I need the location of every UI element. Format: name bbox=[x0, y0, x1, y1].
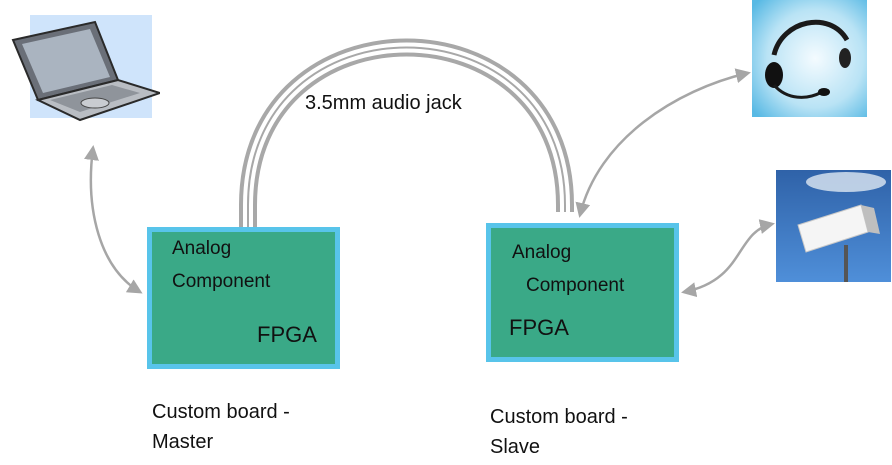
headset-slave-arrow bbox=[575, 68, 751, 218]
slave-board: Analog Component FPGA bbox=[486, 223, 679, 362]
master-board: Analog Component FPGA bbox=[147, 227, 340, 369]
slave-component-label: Component bbox=[526, 275, 625, 296]
slave-caption-line2: Slave bbox=[490, 436, 541, 458]
laptop-icon bbox=[11, 15, 160, 122]
master-caption: Custom board - Master bbox=[152, 397, 290, 457]
master-component-label: Component bbox=[172, 271, 271, 292]
antenna-icon bbox=[776, 170, 891, 282]
cable-label: 3.5mm audio jack bbox=[305, 92, 462, 114]
master-fpga-label: FPGA bbox=[257, 322, 317, 347]
headset-icon bbox=[752, 0, 867, 117]
slave-analog-label: Analog bbox=[512, 242, 572, 263]
master-analog-label: Analog bbox=[172, 238, 232, 259]
antenna-slave-arrow bbox=[681, 219, 775, 298]
slave-caption: Custom board - Slave bbox=[490, 402, 628, 462]
slave-fpga-label: FPGA bbox=[509, 315, 569, 340]
master-caption-line1: Custom board - bbox=[152, 401, 290, 423]
master-caption-line2: Master bbox=[152, 431, 214, 453]
slave-caption-line1: Custom board - bbox=[490, 406, 628, 428]
laptop-master-arrow bbox=[84, 145, 143, 294]
